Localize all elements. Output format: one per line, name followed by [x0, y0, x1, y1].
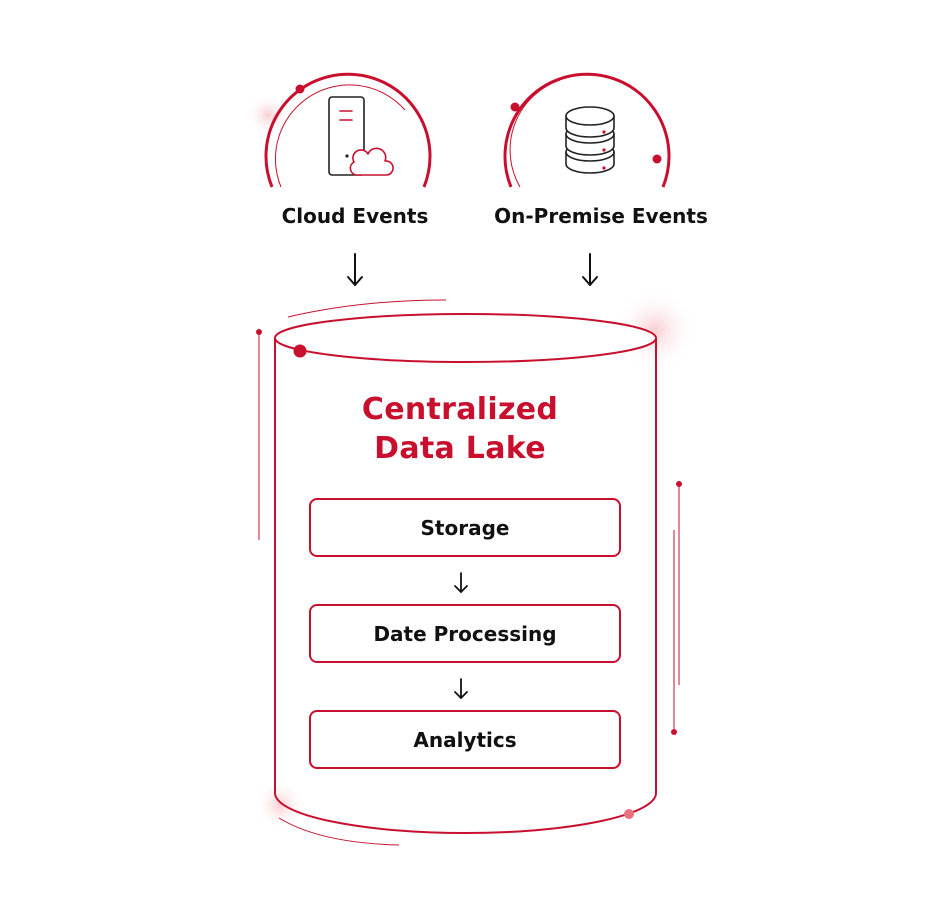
server-cloud-icon	[328, 96, 394, 176]
glow-decoration	[246, 93, 290, 137]
cloud-events-label: Cloud Events	[281, 204, 429, 228]
decorative-dot	[671, 729, 677, 735]
stage-label: Date Processing	[373, 621, 557, 646]
arrow-down-icon	[582, 253, 598, 286]
stage-box-storage: Storage	[309, 498, 621, 557]
on-premise-events-circle	[503, 72, 671, 188]
stage-label: Analytics	[413, 727, 517, 752]
data-lake-cylinder	[274, 313, 657, 834]
on-premise-events-label: On-Premise Events	[494, 204, 708, 228]
stage-label: Storage	[420, 515, 510, 540]
decorative-lines	[258, 299, 680, 846]
data-lake-title-line-1: Centralized	[361, 392, 559, 427]
glow-decoration	[254, 779, 306, 831]
decorative-dot	[676, 481, 682, 487]
data-lake-title-line-2: Data Lake	[374, 431, 546, 466]
glow-decoration	[613, 288, 697, 372]
arrow-down-icon	[454, 678, 468, 699]
decorative-dot	[293, 344, 307, 358]
cloud-events-circle	[264, 72, 432, 188]
decorative-dot	[624, 809, 634, 819]
stage-box-date-processing: Date Processing	[309, 604, 621, 663]
stage-box-analytics: Analytics	[309, 710, 621, 769]
decorative-dot	[256, 329, 262, 335]
arrow-down-icon	[454, 572, 468, 593]
arrow-down-icon	[347, 253, 363, 286]
database-icon	[565, 106, 615, 174]
